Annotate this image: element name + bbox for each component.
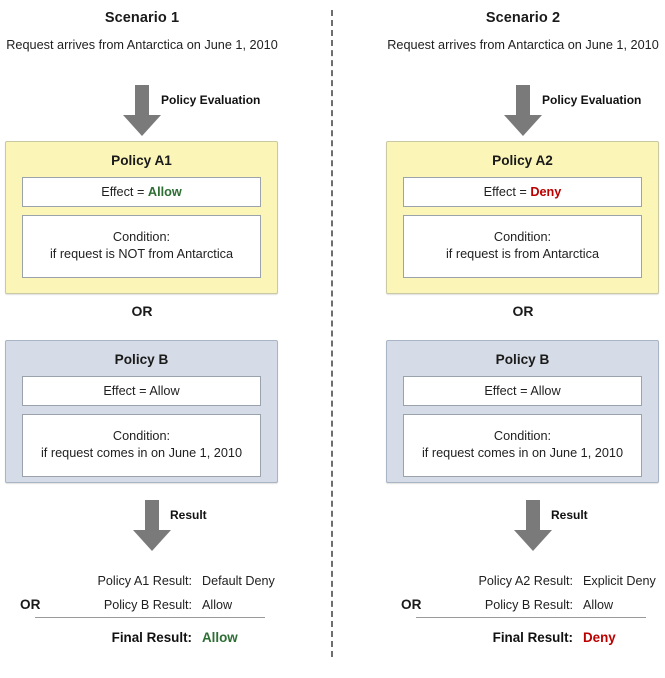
policy-a-effect-prefix: Effect =: [101, 185, 148, 199]
scenario-1-column: Scenario 1 Request arrives from Antarcti…: [0, 0, 284, 678]
policy-b-effect-prefix: Effect =: [484, 384, 531, 398]
policy-a-condition-text: if request is NOT from Antarctica: [49, 247, 234, 261]
policy-b-effect-row: Effect = Allow: [22, 376, 261, 406]
result-row-label: Policy A2 Result:: [478, 574, 574, 588]
policy-evaluation-arrow-icon: [119, 85, 165, 137]
policy-a-condition-title: Condition:: [112, 230, 171, 244]
result-arrow-icon: [129, 500, 175, 552]
result-arrow-icon: [510, 500, 556, 552]
results-divider-rule: [35, 617, 265, 618]
results-table: OR Policy A1 Result: Default Deny Policy…: [0, 569, 284, 617]
policy-a-title: Policy A1: [111, 153, 172, 168]
policy-a-effect-value: Deny: [530, 185, 562, 199]
policy-a-effect-prefix: Effect =: [483, 185, 531, 199]
scenario-divider-dashed-line: [331, 10, 333, 657]
policy-b-condition-title: Condition:: [112, 429, 171, 443]
final-result-row: Final Result: Allow: [0, 626, 284, 650]
policy-a-box: Policy A1 Effect = Allow Condition: if r…: [5, 141, 278, 294]
policy-b-box: Policy B Effect = Allow Condition: if re…: [5, 340, 278, 483]
policy-b-condition-row: Condition: if request comes in on June 1…: [22, 414, 261, 477]
policy-b-box: Policy B Effect = Allow Condition: if re…: [386, 340, 659, 483]
or-separator-label: OR: [512, 303, 534, 319]
policy-a-effect-row: Effect = Deny: [403, 177, 642, 207]
policy-b-title: Policy B: [114, 352, 169, 367]
scenario-subtitle: Request arrives from Antarctica on June …: [387, 38, 659, 52]
policy-b-effect-value: Allow: [149, 384, 180, 398]
table-row: Policy B Result: Allow: [381, 593, 665, 617]
final-result-label: Final Result:: [492, 630, 573, 645]
policy-a-condition-row: Condition: if request is NOT from Antarc…: [22, 215, 261, 278]
result-row-label: Policy A1 Result:: [97, 574, 193, 588]
policy-b-effect-row: Effect = Allow: [403, 376, 642, 406]
policy-evaluation-arrow-label: Policy Evaluation: [542, 93, 642, 107]
results-divider-rule: [416, 617, 646, 618]
scenario-subtitle: Request arrives from Antarctica on June …: [6, 38, 278, 52]
policy-b-condition-text: if request comes in on June 1, 2010: [421, 446, 623, 460]
scenario-2-column: Scenario 2 Request arrives from Antarcti…: [381, 0, 665, 678]
table-row: Policy B Result: Allow: [0, 593, 284, 617]
policy-b-effect-prefix: Effect =: [103, 384, 150, 398]
policy-b-effect-value: Allow: [530, 384, 561, 398]
policy-evaluation-arrow-label: Policy Evaluation: [161, 93, 261, 107]
result-row-value: Allow: [583, 598, 614, 612]
result-row-value: Explicit Deny: [583, 574, 656, 588]
final-result-label: Final Result:: [111, 630, 192, 645]
scenario-title: Scenario 2: [485, 10, 561, 26]
final-result-value: Deny: [583, 630, 616, 645]
policy-b-condition-title: Condition:: [493, 429, 552, 443]
scenario-title: Scenario 1: [104, 10, 180, 26]
result-arrow-label: Result: [551, 508, 588, 522]
policy-b-title: Policy B: [495, 352, 550, 367]
result-row-value: Allow: [202, 598, 233, 612]
result-row-value: Default Deny: [202, 574, 275, 588]
policy-evaluation-arrow-icon: [500, 85, 546, 137]
policy-a-effect-value: Allow: [147, 185, 182, 199]
policy-b-condition-text: if request comes in on June 1, 2010: [40, 446, 242, 460]
results-or-label: OR: [401, 597, 422, 612]
result-row-label: Policy B Result:: [103, 598, 192, 612]
results-or-label: OR: [20, 597, 41, 612]
final-result-value: Allow: [202, 630, 238, 645]
policy-a-condition-text: if request is from Antarctica: [445, 247, 599, 261]
policy-b-condition-row: Condition: if request comes in on June 1…: [403, 414, 642, 477]
table-row: Policy A1 Result: Default Deny: [0, 569, 284, 593]
policy-a-title: Policy A2: [492, 153, 553, 168]
result-row-label: Policy B Result:: [484, 598, 573, 612]
policy-a-condition-row: Condition: if request is from Antarctica: [403, 215, 642, 278]
policy-a-condition-title: Condition:: [493, 230, 552, 244]
table-row: Policy A2 Result: Explicit Deny: [381, 569, 665, 593]
results-table: OR Policy A2 Result: Explicit Deny Polic…: [381, 569, 665, 617]
final-result-row: Final Result: Deny: [381, 626, 665, 650]
result-arrow-label: Result: [170, 508, 207, 522]
policy-a-effect-row: Effect = Allow: [22, 177, 261, 207]
policy-a-box: Policy A2 Effect = Deny Condition: if re…: [386, 141, 659, 294]
or-separator-label: OR: [131, 303, 153, 319]
